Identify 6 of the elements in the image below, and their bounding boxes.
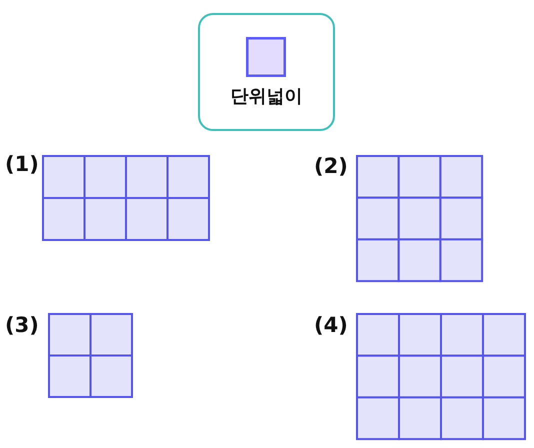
problem-number: (2) bbox=[314, 156, 348, 177]
problem-number: (4) bbox=[314, 315, 348, 336]
unit-area-card bbox=[198, 13, 335, 131]
unit-area-label: 단위넓이 bbox=[230, 87, 302, 107]
problem-number: (1) bbox=[5, 154, 39, 175]
problem-number: (3) bbox=[5, 315, 39, 336]
